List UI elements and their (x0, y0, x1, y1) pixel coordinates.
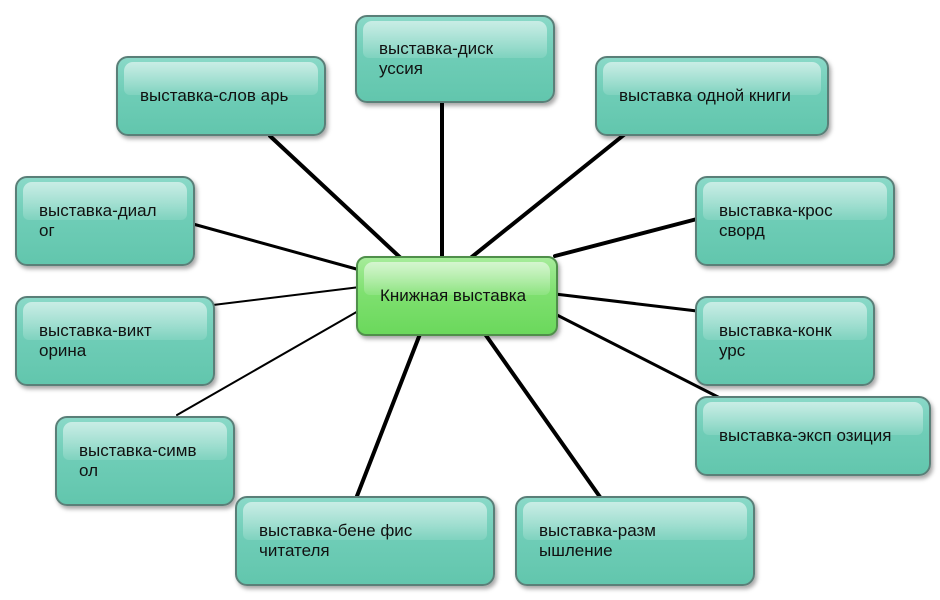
edge-simvol (176, 309, 361, 416)
edge-krossvord (553, 217, 699, 258)
node-ekspoziciya: выставка-эксп озиция (695, 396, 931, 476)
node-odna-kniga-label: выставка одной книги (619, 86, 791, 105)
node-odna-kniga: выставка одной книги (595, 56, 829, 136)
node-diskussiya: выставка-диск уссия (355, 15, 555, 103)
node-dialog: выставка-диал ог (15, 176, 195, 266)
node-viktorina: выставка-викт орина (15, 296, 215, 386)
edge-dialog (191, 222, 362, 272)
node-konkurs-label: выставка-конк урс (719, 321, 832, 360)
node-dialog-label: выставка-диал ог (39, 201, 157, 240)
node-diskussiya-label: выставка-диск уссия (379, 39, 494, 78)
node-slovar-label: выставка-слов арь (140, 86, 289, 105)
edge-razmyshlenie (483, 332, 602, 499)
node-krossvord: выставка-крос сворд (695, 176, 895, 266)
node-slovar: выставка-слов арь (116, 56, 326, 136)
edge-slovar (268, 134, 407, 264)
node-krossvord-label: выставка-крос сворд (719, 201, 833, 240)
node-simvol-label: выставка-симв ол (79, 441, 197, 480)
center-node: Книжная выставка (356, 256, 558, 336)
center-node-label: Книжная выставка (380, 286, 527, 305)
node-razmyshlenie: выставка-разм ышление (515, 496, 755, 586)
edge-viktorina (212, 286, 361, 306)
node-razmyshlenie-label: выставка-разм ышление (539, 521, 656, 560)
edge-odna-kniga (466, 132, 627, 262)
node-viktorina-label: выставка-викт орина (39, 321, 152, 360)
edge-konkurs (553, 292, 699, 313)
node-benefis-label: выставка-бене фис читателя (259, 521, 413, 560)
node-benefis: выставка-бене фис читателя (235, 496, 495, 586)
edge-ekspoziciya (553, 312, 722, 400)
edge-benefis (355, 332, 422, 498)
node-konkurs: выставка-конк урс (695, 296, 875, 386)
node-ekspoziciya-label: выставка-эксп озиция (719, 426, 892, 445)
node-simvol: выставка-симв ол (55, 416, 235, 506)
